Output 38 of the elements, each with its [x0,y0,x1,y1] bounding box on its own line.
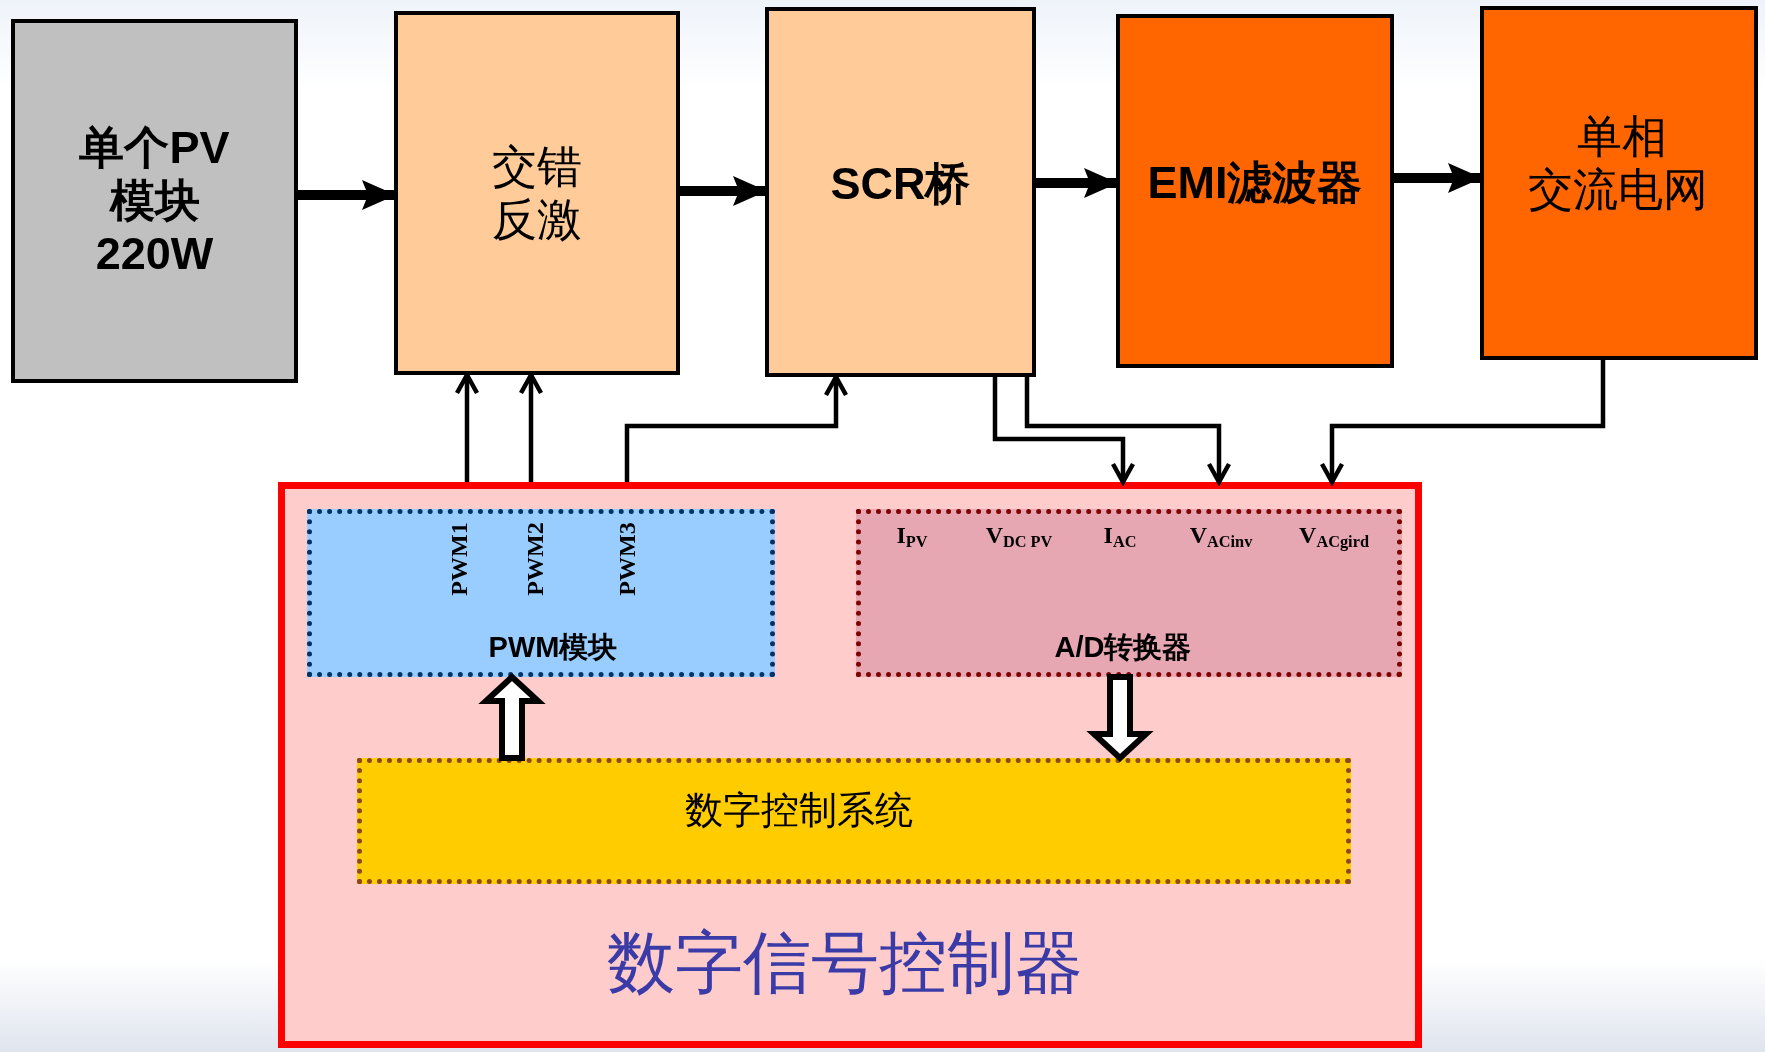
grid-box [1480,6,1758,360]
bridge-box [765,7,1036,377]
signal-name: PWM2 [520,522,549,596]
box-label: 交错反激 [491,139,583,247]
signal-name: I$_{AC}$ [1103,520,1137,552]
signal-arrow [1024,377,1232,485]
signal-name: I$_{PV}$ [896,520,928,552]
module-label: PWM模块 [488,629,618,665]
flow-arrow [1036,168,1118,198]
signal-arrow [518,372,544,482]
converter-module-box [856,509,1402,677]
signal-name: V$_{DC PV}$ [985,520,1053,552]
flow-arrow [680,176,767,206]
flow-arrow [298,180,396,210]
signal-name: PWM1 [444,522,473,596]
signal-arrow [454,372,480,482]
pwm-module-box [307,509,775,677]
hollow-arrow [1086,674,1154,763]
controller-panel [278,482,1422,1048]
box-label: 单相交流电网 [1527,109,1709,217]
signal-arrow [624,374,849,482]
box-label: EMI滤波器 [1146,156,1364,210]
hollow-arrow [478,672,546,761]
box-label: SCR桥 [829,157,972,211]
signal-name: V$_{ACinv}$ [1189,520,1253,552]
flow-arrow [1394,163,1482,193]
source-box [11,19,298,383]
signal-name: V$_{ACgird}$ [1299,520,1369,552]
signal-name: PWM3 [612,522,641,596]
signal-arrow [992,377,1136,485]
module-label: A/D转换器 [1054,629,1192,665]
control-system-box [357,758,1351,884]
filter-box [1116,14,1394,368]
box-label: 数字控制系统 [685,787,913,833]
converter-box [394,11,680,375]
box-label: 单个PV 模块 220W [78,121,231,281]
signal-arrow [1319,360,1606,485]
panel-title: 数字信号控制器 [607,922,1083,1002]
